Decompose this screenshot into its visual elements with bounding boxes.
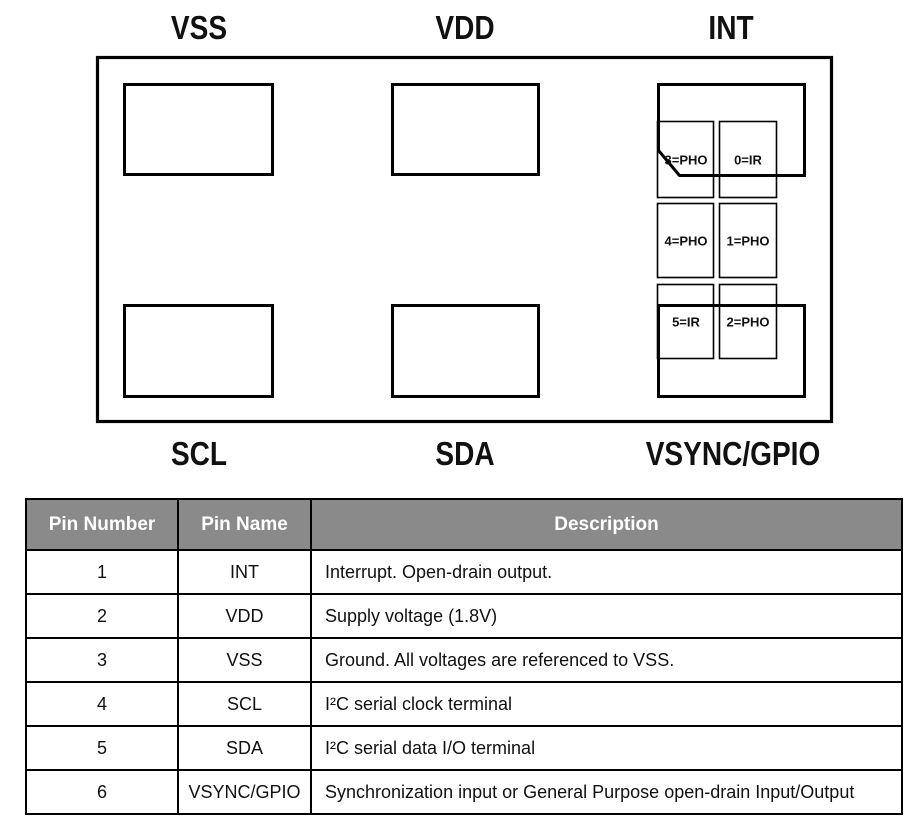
header-pin-number: Pin Number bbox=[25, 498, 179, 551]
description-cell: Ground. All voltages are referenced to V… bbox=[310, 637, 903, 683]
sensor-cell-1-pho bbox=[718, 202, 778, 279]
sensor-cell-0-ir-label: 0=IR bbox=[734, 153, 762, 168]
pin-name-cell: SDA bbox=[177, 725, 312, 771]
pin-label-scl: SCL bbox=[166, 437, 232, 470]
sensor-cell-3-pho-label: 3=PHO bbox=[665, 153, 708, 168]
pin-name-cell: SCL bbox=[177, 681, 312, 727]
pin-label-int: INT bbox=[704, 11, 757, 44]
pad-vdd bbox=[391, 83, 540, 176]
sensor-cell-2-pho bbox=[718, 283, 778, 360]
pad-vss bbox=[123, 83, 274, 176]
pad-sda bbox=[391, 304, 540, 398]
description-cell: Interrupt. Open-drain output. bbox=[310, 549, 903, 595]
pin-table-header: Pin Number Pin Name Description bbox=[25, 498, 903, 551]
pin-number-cell: 1 bbox=[25, 549, 179, 595]
description-cell: Supply voltage (1.8V) bbox=[310, 593, 903, 639]
sensor-cell-1-pho-label: 1=PHO bbox=[727, 234, 770, 249]
sensor-cell-5-ir-label: 5=IR bbox=[672, 315, 700, 330]
chip-package-drawing: 3=PHO 0=IR 4=PHO 1=PHO 5=IR 2=PHO bbox=[95, 55, 834, 424]
description-cell: I²C serial data I/O terminal bbox=[310, 725, 903, 771]
pin-label-sda-text: SDA bbox=[435, 435, 495, 472]
pin-number-cell: 5 bbox=[25, 725, 179, 771]
pin-number-cell: 6 bbox=[25, 769, 179, 815]
pin-label-vss: VSS bbox=[166, 11, 232, 44]
pad-int bbox=[657, 83, 806, 177]
header-row: Pin Number Pin Name Description bbox=[25, 498, 903, 551]
pin-number-cell: 3 bbox=[25, 637, 179, 683]
pin-name-cell: VSYNC/GPIO bbox=[177, 769, 312, 815]
pin-label-vss-text: VSS bbox=[170, 9, 228, 46]
pin-number-cell: 4 bbox=[25, 681, 179, 727]
pin-name-cell: VSS bbox=[177, 637, 312, 683]
pin-diagram: VSS VDD INT 3=PHO 0=IR 4=PHO 1=PHO 5=IR … bbox=[95, 11, 835, 470]
pad-vsync-gpio bbox=[657, 304, 806, 398]
header-pin-name: Pin Name bbox=[177, 498, 312, 551]
chip-outline bbox=[95, 55, 834, 424]
pin-label-scl-text: SCL bbox=[170, 435, 228, 472]
pin-label-sda: SDA bbox=[430, 437, 500, 470]
description-cell: Synchronization input or General Purpose… bbox=[310, 769, 903, 815]
pin-label-vdd: VDD bbox=[430, 11, 500, 44]
pin-label-vsync-gpio-text: VSYNC/GPIO bbox=[645, 435, 821, 472]
pin-name-cell: VDD bbox=[177, 593, 312, 639]
sensor-cell-4-pho bbox=[656, 202, 715, 279]
sensor-cell-0-ir bbox=[718, 120, 778, 199]
sensor-cell-2-pho-label: 2=PHO bbox=[727, 315, 770, 330]
pin-label-int-text: INT bbox=[708, 9, 754, 46]
pin-name-cell: INT bbox=[177, 549, 312, 595]
sensor-cell-4-pho-label: 4=PHO bbox=[665, 234, 708, 249]
pad-scl bbox=[123, 304, 274, 398]
header-description: Description bbox=[310, 498, 903, 551]
description-cell: I²C serial clock terminal bbox=[310, 681, 903, 727]
sensor-cell-5-ir bbox=[656, 283, 715, 360]
sensor-cell-3-pho bbox=[656, 120, 715, 199]
pin-number-cell: 2 bbox=[25, 593, 179, 639]
pin-label-vdd-text: VDD bbox=[435, 9, 495, 46]
pin-label-vsync-gpio: VSYNC/GPIO bbox=[630, 437, 835, 470]
